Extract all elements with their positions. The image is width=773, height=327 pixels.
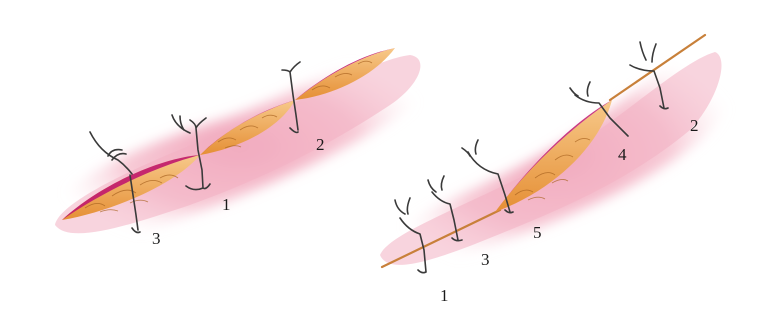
left-label-1: 1: [222, 195, 231, 214]
right-label-3: 3: [481, 250, 490, 269]
left-label-2: 2: [316, 135, 325, 154]
right-label-2: 2: [690, 116, 699, 135]
left-panel: 1 2 3: [39, 45, 439, 249]
left-suture-4: [172, 115, 190, 133]
right-label-1: 1: [440, 286, 449, 305]
left-label-3: 3: [152, 229, 161, 248]
right-label-5: 5: [533, 223, 542, 242]
right-label-4: 4: [618, 145, 627, 164]
